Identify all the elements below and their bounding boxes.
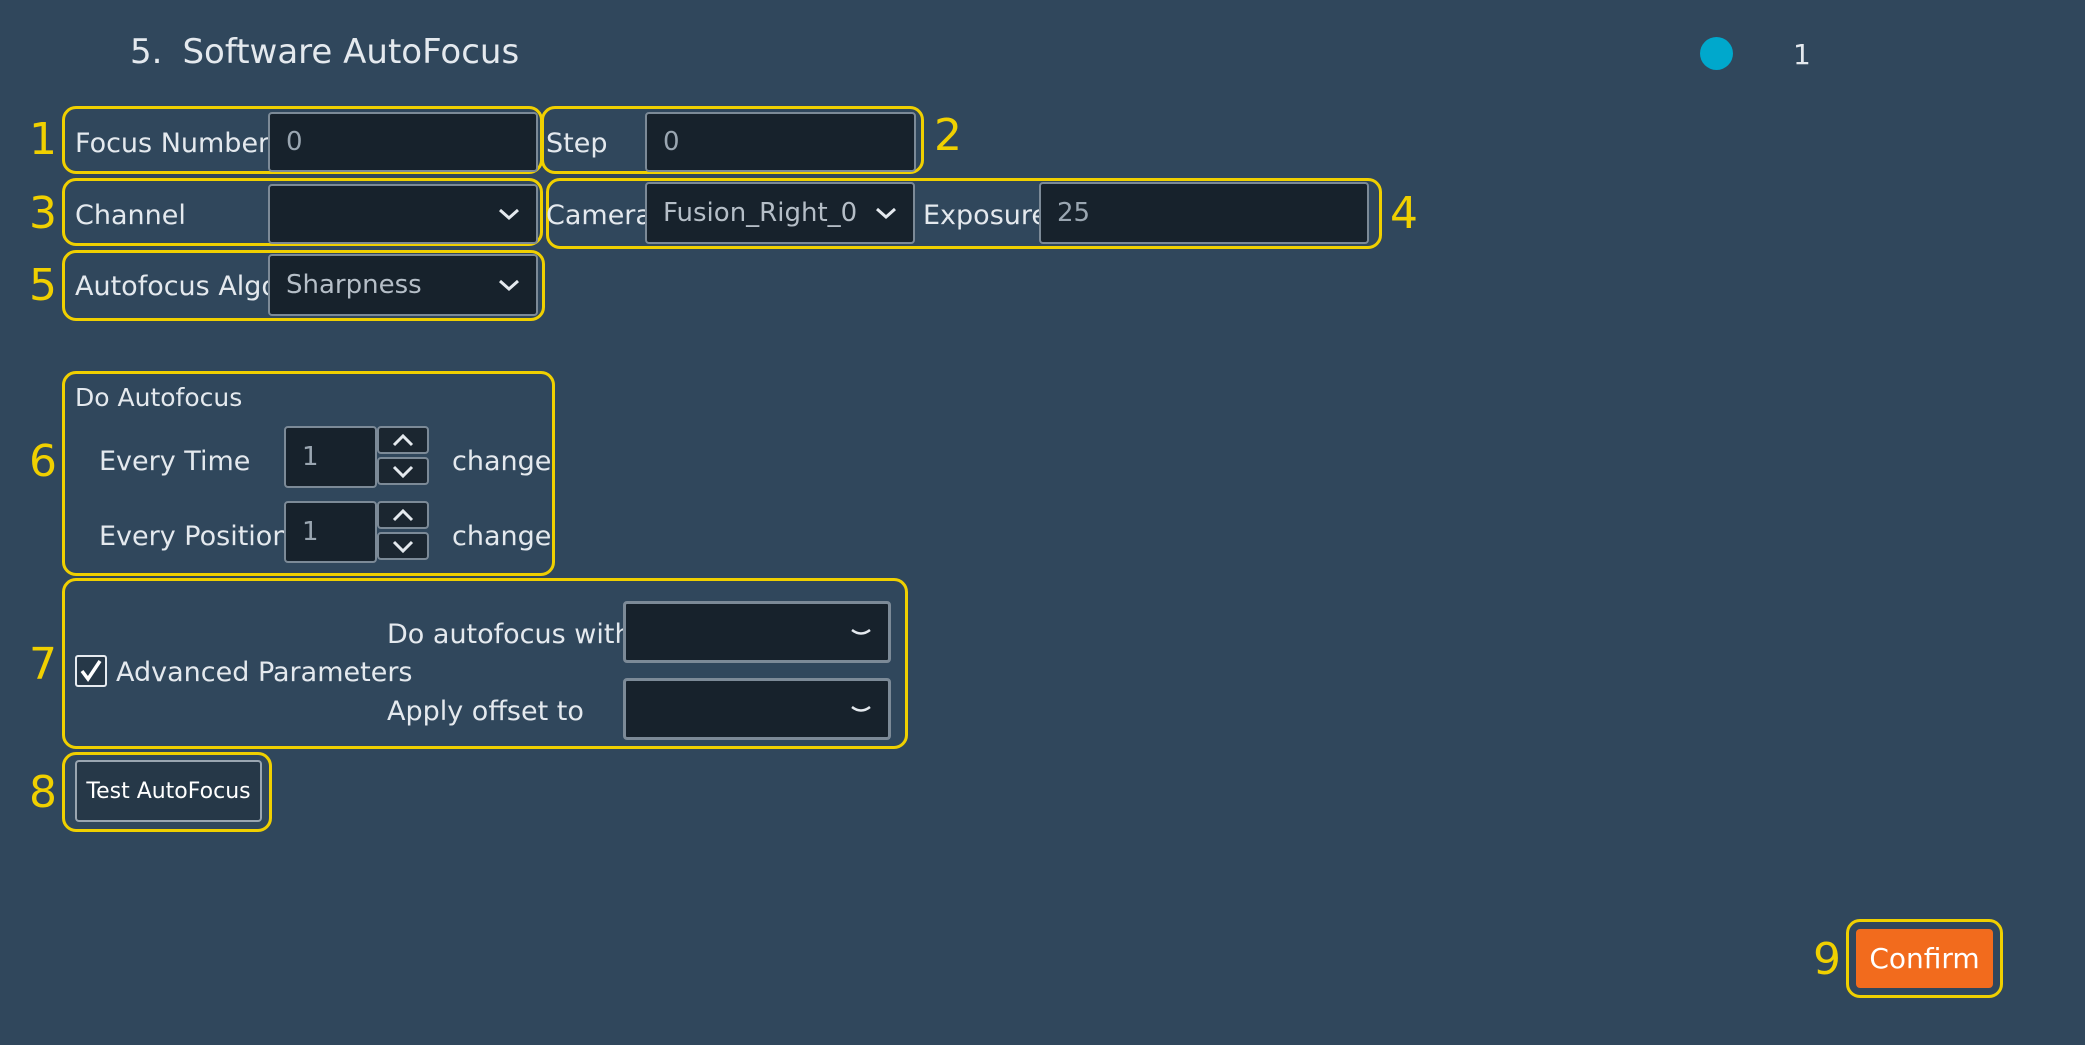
confirm-button[interactable]: Confirm	[1856, 929, 1993, 988]
chevron-down-icon	[392, 540, 414, 553]
decrement-button[interactable]	[377, 532, 429, 560]
camera-select[interactable]: Fusion_Right_0	[645, 182, 915, 244]
every-time-suffix: change	[452, 446, 552, 477]
advanced-parameters-checkbox[interactable]	[75, 655, 107, 687]
every-position-value: 1	[302, 517, 319, 547]
annotation-6: 6	[29, 436, 57, 487]
callout-test-autofocus	[62, 752, 272, 832]
advanced-parameters-label: Advanced Parameters	[116, 657, 413, 688]
callout-do-autofocus	[62, 371, 555, 576]
autofocus-algo-select[interactable]: Sharpness	[268, 254, 538, 316]
chevron-down-icon	[392, 465, 414, 478]
chevron-down-icon	[876, 207, 896, 220]
do-autofocus-with-select[interactable]	[623, 601, 891, 663]
callout-autofocus-algo	[62, 250, 545, 321]
callout-advanced	[62, 578, 908, 749]
focus-number-input[interactable]: 0	[268, 112, 538, 172]
every-time-stepper[interactable]	[377, 426, 429, 485]
autofocus-algo-value: Sharpness	[286, 270, 422, 300]
exposure-input[interactable]: 25	[1039, 182, 1369, 244]
focus-number-value: 0	[286, 127, 303, 157]
callout-channel	[62, 178, 543, 246]
annotation-2: 2	[934, 110, 962, 161]
do-autofocus-title: Do Autofocus	[75, 383, 243, 412]
every-position-label: Every Position	[99, 521, 290, 552]
camera-value: Fusion_Right_0	[663, 198, 858, 228]
exposure-label: Exposure	[923, 200, 1048, 231]
do-autofocus-with-label: Do autofocus with	[387, 619, 632, 650]
chevron-down-icon	[499, 208, 519, 221]
chevron-down-icon	[499, 279, 519, 292]
channel-label: Channel	[75, 200, 186, 231]
chevron-down-icon	[851, 705, 871, 712]
apply-offset-to-select[interactable]	[623, 678, 891, 740]
every-time-label: Every Time	[99, 446, 251, 477]
exposure-value: 25	[1057, 198, 1091, 228]
chevron-up-icon	[392, 508, 414, 522]
increment-button[interactable]	[377, 426, 429, 454]
every-time-input[interactable]: 1	[284, 426, 377, 488]
callout-step	[541, 106, 924, 174]
test-autofocus-button[interactable]: Test AutoFocus	[75, 760, 262, 822]
every-position-input[interactable]: 1	[284, 501, 377, 563]
annotation-4: 4	[1390, 188, 1418, 239]
decrement-button[interactable]	[377, 457, 429, 485]
step-label: Step	[546, 128, 608, 159]
chevron-down-icon	[851, 628, 871, 635]
step-input[interactable]: 0	[645, 112, 916, 172]
every-time-value: 1	[302, 442, 319, 472]
every-position-suffix: change	[452, 521, 552, 552]
every-position-stepper[interactable]	[377, 501, 429, 560]
annotation-3: 3	[29, 188, 57, 239]
checkmark-icon	[80, 660, 102, 683]
channel-select[interactable]	[268, 184, 538, 244]
page-indicator: 1	[1793, 38, 1811, 71]
focus-number-label: Focus Number	[75, 128, 270, 159]
increment-button[interactable]	[377, 501, 429, 529]
annotation-9: 9	[1813, 934, 1841, 985]
autofocus-algo-label: Autofocus Algo	[75, 271, 278, 302]
annotation-5: 5	[29, 260, 57, 311]
status-indicator-dot	[1700, 37, 1733, 70]
annotation-7: 7	[29, 639, 57, 690]
title-text: Software AutoFocus	[182, 32, 520, 72]
callout-camera-exposure	[546, 178, 1382, 249]
step-value: 0	[663, 127, 680, 157]
callout-confirm	[1846, 919, 2003, 998]
step-number: 5.	[130, 32, 163, 72]
apply-offset-to-label: Apply offset to	[387, 696, 584, 727]
chevron-up-icon	[392, 433, 414, 447]
annotation-8: 8	[29, 767, 57, 818]
annotation-1: 1	[29, 114, 57, 165]
page-title: 5. Software AutoFocus	[130, 32, 519, 72]
camera-label: Camera	[546, 200, 652, 231]
